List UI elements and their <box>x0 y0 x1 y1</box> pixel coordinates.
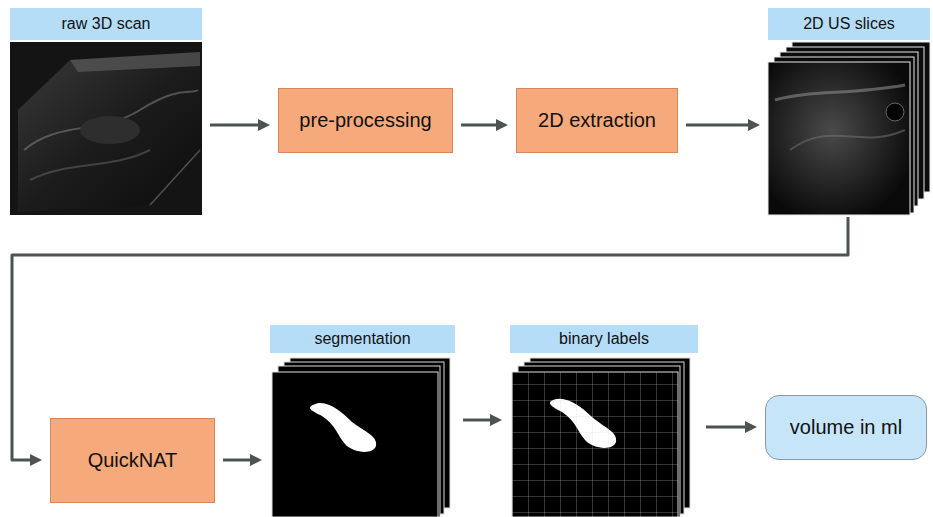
flow-arrow <box>686 119 760 131</box>
flow-arrow <box>223 454 262 466</box>
box-label: volume in ml <box>790 416 902 439</box>
image-panel: segmentation <box>270 325 455 517</box>
image-panel: raw 3D scan <box>10 8 202 215</box>
connector-line <box>461 124 500 127</box>
flow-arrow <box>461 119 508 131</box>
box-label: QuickNAT <box>88 449 178 472</box>
segmentation-stack <box>272 358 450 517</box>
arrow-head <box>258 119 270 131</box>
us-slice-stack <box>768 42 930 215</box>
process-box: 2D extraction <box>516 88 678 153</box>
panel-heading: 2D US slices <box>768 8 930 40</box>
heading-text: segmentation <box>314 330 410 348</box>
heading-text: raw 3D scan <box>62 15 151 33</box>
panel-heading: binary labels <box>510 325 698 353</box>
process-box: QuickNAT <box>50 418 215 503</box>
connector-line <box>223 459 254 462</box>
box-label: 2D extraction <box>538 109 656 132</box>
box-label: pre-processing <box>299 109 431 132</box>
arrow-head <box>496 119 508 131</box>
connector-line <box>463 419 494 422</box>
heading-text: 2D US slices <box>803 15 895 33</box>
arrow-head <box>250 454 262 466</box>
output-box: volume in ml <box>765 395 927 460</box>
arrow-head <box>748 119 760 131</box>
arrow-head <box>30 454 42 466</box>
image-panel: 2D US slices <box>768 8 930 215</box>
flow-arrow <box>706 421 757 433</box>
image-panel: binary labels <box>510 325 698 517</box>
flow-arrow <box>463 414 502 426</box>
connector-line <box>210 124 262 127</box>
connector-line <box>686 124 752 127</box>
arrow-head <box>745 421 757 433</box>
binary-label-stack <box>512 358 690 517</box>
connector-line <box>706 426 749 429</box>
flow-arrow <box>210 119 270 131</box>
heading-text: binary labels <box>559 330 649 348</box>
raw-scan-image <box>10 42 202 215</box>
process-box: pre-processing <box>278 88 453 153</box>
panel-heading: segmentation <box>270 325 455 353</box>
arrow-head <box>490 414 502 426</box>
panel-heading: raw 3D scan <box>10 8 202 40</box>
